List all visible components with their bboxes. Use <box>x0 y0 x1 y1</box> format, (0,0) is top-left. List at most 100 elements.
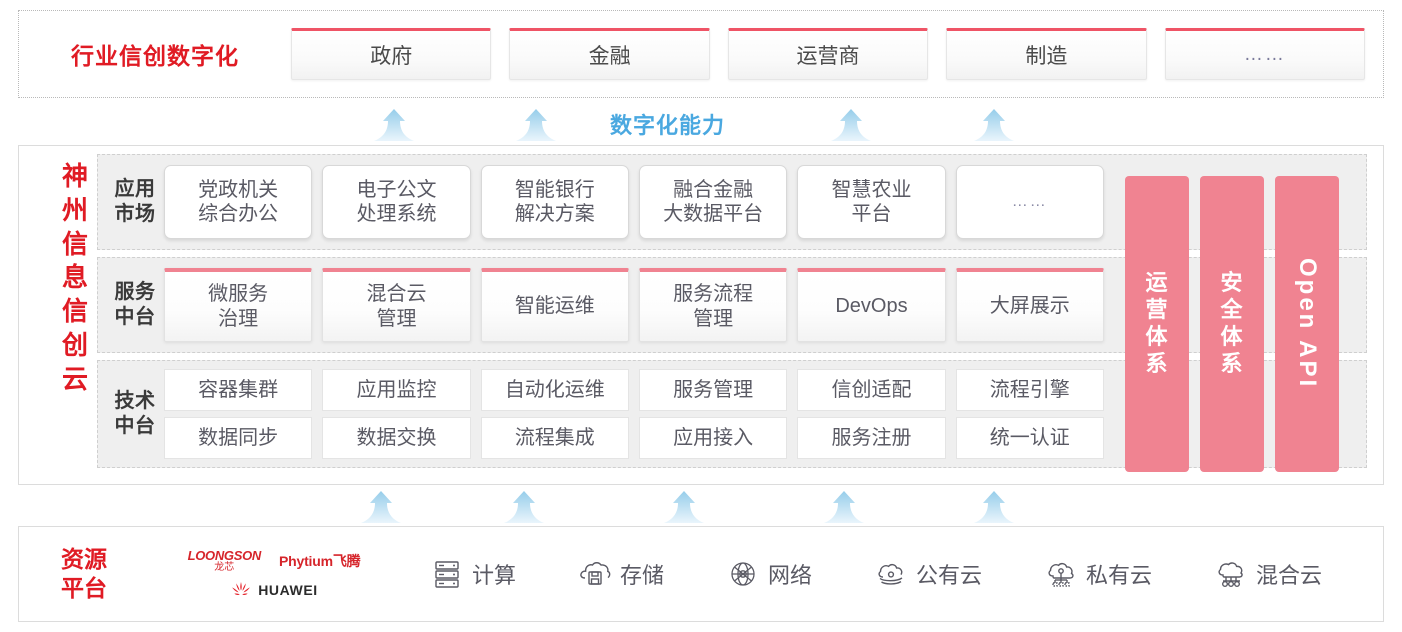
cell-line: 治理 <box>218 307 259 330</box>
huawei-logo-text: HUAWEI <box>258 582 318 598</box>
cloud-storage-icon <box>578 558 612 590</box>
svc-cell-hybrid-cloud-management[interactable]: 混合云 管理 <box>322 268 471 342</box>
cell-line: 服务流程 <box>673 283 754 306</box>
app-cell-smart-bank[interactable]: 智能银行 解决方案 <box>480 165 629 239</box>
tech-cell-service-management[interactable]: 服务管理 <box>638 369 788 411</box>
tech-cell-process-engine[interactable]: 流程引擎 <box>955 369 1104 411</box>
cell-line: 大屏展示 <box>989 295 1070 318</box>
tier-label-line: 中台 <box>114 306 156 328</box>
tech-cell-automated-ops[interactable]: 自动化运维 <box>480 369 629 411</box>
industry-box-finance[interactable]: 金融 <box>509 28 710 80</box>
tech-cell-unified-auth[interactable]: 统一认证 <box>955 417 1104 459</box>
cloud-title-char: 信 <box>61 228 88 259</box>
pillar-open-api[interactable]: Open API <box>1275 176 1339 472</box>
industry-box-operator[interactable]: 运营商 <box>727 28 929 80</box>
tech-cell-app-access[interactable]: 应用接入 <box>638 417 788 459</box>
service-cell-list: 微服务 治理 混合云 管理 智能运维 服务流程 管理 <box>164 268 1356 342</box>
pillar-char: 体 <box>1220 324 1244 349</box>
resource-title-line: 资源 <box>61 545 107 572</box>
svc-cell-large-screen-display[interactable]: 大屏展示 <box>955 268 1104 342</box>
tech-cell-process-integration[interactable]: 流程集成 <box>480 417 629 459</box>
technical-cell-grid: 容器集群 应用监控 自动化运维 服务管理 信创适配 流程引擎 数据同步 数据交换… <box>164 369 1356 459</box>
tier-label-line: 服务 <box>114 281 156 303</box>
industry-box-list: 政府 金融 运营商 制造 …… <box>291 28 1383 80</box>
tech-cell-container-cluster[interactable]: 容器集群 <box>164 369 313 411</box>
vendor-logo-row: LOONGSON 龙芯 Phytium飞腾 <box>188 549 361 573</box>
tier-label-line: 应用 <box>114 178 156 200</box>
up-arrow-icon <box>663 490 705 524</box>
app-cell-government-office[interactable]: 党政机关 综合办公 <box>164 165 313 239</box>
up-arrow-icon <box>373 108 415 142</box>
pillar-label: 运 营 体 系 <box>1145 270 1168 377</box>
server-icon <box>430 558 464 590</box>
up-arrow-icon <box>503 490 545 524</box>
resource-item-label: 存储 <box>619 563 664 588</box>
pillar-operations-system[interactable]: 运 营 体 系 <box>1125 176 1189 472</box>
resource-item-list: 计算 存储 <box>399 558 1383 590</box>
up-arrow-icon <box>830 108 872 142</box>
tier-label-technical-platform: 技术 中台 <box>106 389 164 439</box>
resource-item-public-cloud[interactable]: 公有云 <box>874 558 982 590</box>
app-cell-finance-bigdata[interactable]: 融合金融 大数据平台 <box>638 165 788 239</box>
industry-box-more[interactable]: …… <box>1164 28 1366 80</box>
pillar-label: 安 全 体 系 <box>1220 270 1243 377</box>
resource-item-storage[interactable]: 存储 <box>578 558 664 590</box>
tech-cell-xinchuang-adaptation[interactable]: 信创适配 <box>797 369 946 411</box>
huawei-logo: HUAWEI <box>230 581 318 599</box>
vendor-logo-row: HUAWEI <box>230 581 318 599</box>
up-arrow-icon <box>973 490 1015 524</box>
public-cloud-icon <box>874 558 908 590</box>
cell-line: 大数据平台 <box>663 203 764 225</box>
up-arrow-icon <box>360 490 402 524</box>
resource-item-label: 计算 <box>471 563 516 588</box>
tech-cell-app-monitoring[interactable]: 应用监控 <box>322 369 471 411</box>
tier-label-line: 中台 <box>114 415 156 437</box>
industry-box-manufacturing[interactable]: 制造 <box>946 28 1147 80</box>
svc-cell-intelligent-ops[interactable]: 智能运维 <box>480 268 629 342</box>
resource-item-compute[interactable]: 计算 <box>430 558 516 590</box>
resource-platform-title: 资源 平台 <box>19 545 149 604</box>
resource-item-network[interactable]: 网络 <box>726 558 812 590</box>
cell-line: 管理 <box>376 307 417 330</box>
tier-label-service-platform: 服务 中台 <box>106 280 164 330</box>
huawei-flower-icon <box>230 581 252 599</box>
cell-line: 平台 <box>851 203 892 225</box>
cloud-title-char: 创 <box>61 329 88 360</box>
pillar-group: 运 营 体 系 安 全 体 系 Open API <box>1125 176 1339 472</box>
pillar-char: 安 <box>1220 270 1244 296</box>
resource-item-private-cloud[interactable]: 私有云 <box>1044 558 1152 590</box>
cloud-title-char: 息 <box>61 262 88 293</box>
app-cell-smart-agriculture[interactable]: 智慧农业 平台 <box>797 165 946 239</box>
pillar-char: 运 <box>1145 270 1169 296</box>
industry-band-title: 行业信创数字化 <box>71 43 239 69</box>
svc-cell-service-process-management[interactable]: 服务流程 管理 <box>638 268 788 342</box>
network-globe-icon <box>726 558 760 590</box>
cell-line: …… <box>1011 193 1048 211</box>
loongson-logo-subtext: 龙芯 <box>214 562 235 573</box>
cell-line: 党政机关 <box>198 178 279 201</box>
resource-platform-band: 资源 平台 LOONGSON 龙芯 Phytium飞腾 <box>18 526 1384 622</box>
tech-cell-service-registry[interactable]: 服务注册 <box>797 417 946 459</box>
tech-cell-data-exchange[interactable]: 数据交换 <box>322 417 471 459</box>
cloud-platform-title: 神 州 信 息 信 创 云 <box>49 160 101 397</box>
technical-cell-row: 数据同步 数据交换 流程集成 应用接入 服务注册 统一认证 <box>164 417 1104 459</box>
cell-line: DevOps <box>835 295 908 318</box>
pillar-char: 全 <box>1220 297 1244 323</box>
app-cell-edoc-system[interactable]: 电子公文 处理系统 <box>322 165 471 239</box>
industry-box-government[interactable]: 政府 <box>291 28 492 80</box>
tech-cell-data-sync[interactable]: 数据同步 <box>164 417 313 459</box>
cell-line: 电子公文 <box>356 178 437 201</box>
pillar-char: 营 <box>1145 297 1169 323</box>
cell-line: 微服务 <box>208 283 269 306</box>
pillar-label: Open API <box>1294 258 1321 390</box>
pillar-security-system[interactable]: 安 全 体 系 <box>1200 176 1264 472</box>
resource-item-label: 混合云 <box>1255 563 1322 588</box>
app-cell-more[interactable]: …… <box>955 165 1104 239</box>
cloud-title-char: 神 <box>61 161 88 191</box>
svc-cell-microservice-governance[interactable]: 微服务 治理 <box>164 268 313 342</box>
svc-cell-devops[interactable]: DevOps <box>797 268 946 342</box>
up-arrow-icon <box>515 108 557 142</box>
loongson-logo: LOONGSON 龙芯 <box>188 549 262 573</box>
cloud-title-char: 信 <box>61 296 88 327</box>
resource-item-hybrid-cloud[interactable]: 混合云 <box>1214 558 1322 590</box>
